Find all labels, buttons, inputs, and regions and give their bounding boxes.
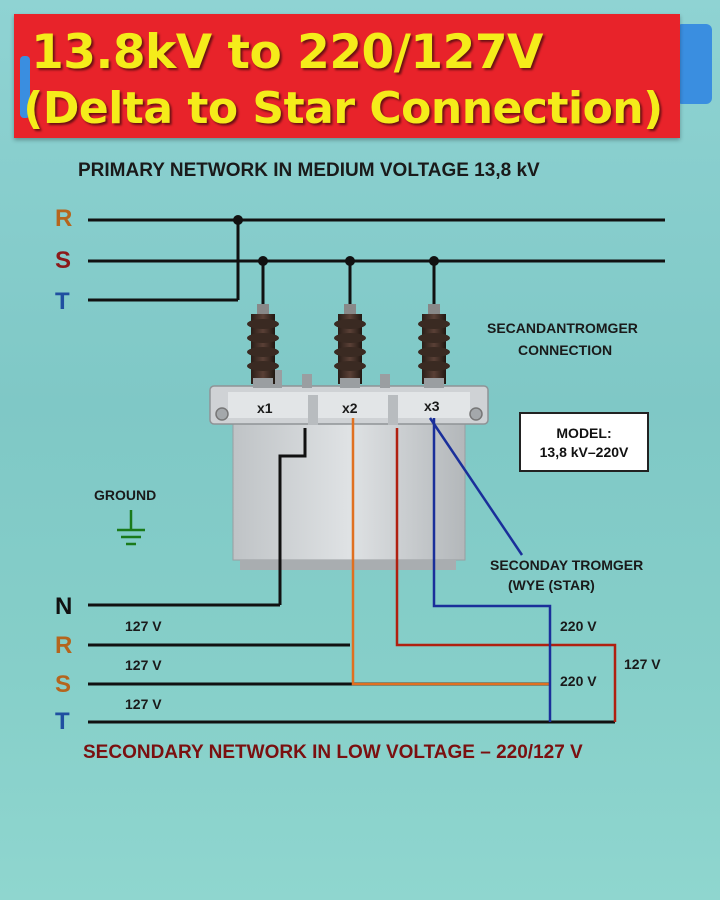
voltage-r-t: 127 V (624, 656, 661, 672)
primary-phase-r: R (55, 205, 73, 232)
title-line-2: (Delta to Star Connection) (23, 83, 663, 134)
secondary-phase-t: T (55, 708, 70, 735)
bushing-x2-label: x2 (342, 400, 358, 416)
primary-network-label: PRIMARY NETWORK IN MEDIUM VOLTAGE 13,8 k… (78, 160, 540, 181)
title-banner: 13.8kV to 220/127V (Delta to Star Connec… (14, 14, 680, 138)
bushing-x3-label: x3 (424, 398, 440, 414)
connection-label-line1: SECANDANTROMGER (487, 320, 638, 336)
secondary-phase-r: R (55, 632, 73, 659)
secondary-winding-label-line1: SECONDAY TROMGER (490, 557, 644, 573)
primary-phase-s: S (55, 247, 72, 274)
bushing-x1-insulator (247, 304, 279, 388)
ground-icon (117, 510, 145, 546)
ground-label: GROUND (94, 487, 157, 503)
bushing-x2-insulator (334, 304, 366, 388)
wire-x3-pointer (428, 417, 524, 556)
model-box: MODEL: 13,8 kV–220V (519, 412, 649, 472)
transformer-tank (209, 370, 489, 570)
secondary-phase-s: S (55, 671, 72, 698)
model-value: 13,8 kV–220V (539, 444, 629, 460)
title-line-1: 13.8kV to 220/127V (31, 25, 543, 80)
bushing-x1-label: x1 (257, 400, 273, 416)
junction-dot (233, 215, 243, 225)
primary-phase-t: T (55, 288, 70, 315)
voltage-r-s: 127 V (125, 657, 162, 673)
primary-line-t (88, 220, 240, 302)
connection-label-line2: CONNECTION (518, 342, 613, 358)
voltage-line-1: 220 V (560, 618, 597, 634)
secondary-phase-n: N (55, 593, 73, 620)
secondary-network-label: SECONDARY NETWORK IN LOW VOLTAGE – 220/1… (83, 742, 583, 763)
secondary-winding-label-line2: (WYE (STAR) (508, 577, 595, 593)
banner-left-tab (20, 56, 30, 118)
voltage-s-t: 127 V (125, 696, 162, 712)
bushing-x3-insulator (418, 304, 450, 388)
wire-x2 (351, 418, 550, 686)
voltage-n-r: 127 V (125, 618, 162, 634)
wire-x2b (395, 428, 617, 722)
voltage-line-2: 220 V (560, 673, 597, 689)
model-label: MODEL: (556, 425, 612, 441)
wire-x3 (432, 418, 552, 722)
wire-x1-neutral (278, 428, 307, 605)
